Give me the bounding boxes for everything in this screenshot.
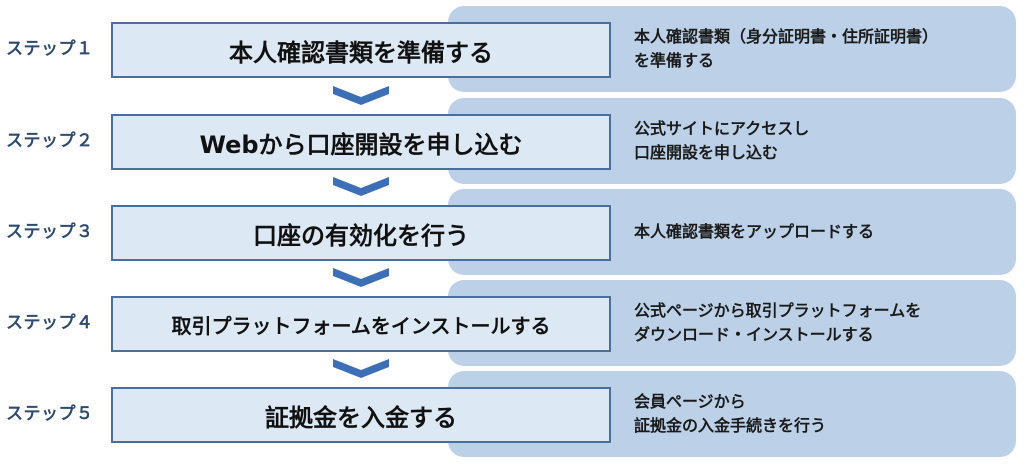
step-2-description: 公式サイトにアクセスし 口座開設を申し込む (634, 98, 1014, 184)
step-1-description-line-2: を準備する (634, 51, 715, 70)
step-2-title: Webから口座開設を申し込む (111, 114, 611, 170)
chevron-down-icon (333, 268, 389, 288)
step-2-description-line-1: 公式サイトにアクセスし (634, 119, 810, 138)
step-4-description: 公式ページから取引プラットフォームを ダウンロード・インストールする (634, 280, 1014, 366)
chevron-down-icon (333, 359, 389, 379)
step-5-description: 会員ページから 証拠金の入金手続きを行う (634, 371, 1014, 457)
step-2-label: ステップ２ (6, 131, 94, 151)
step-4-label: ステップ４ (6, 313, 94, 333)
step-row-1: ステップ１ 本人確認書類を準備する 本人確認書類（身分証明書・住所証明書） を準… (0, 6, 1024, 92)
step-row-5: ステップ５ 証拠金を入金する 会員ページから 証拠金の入金手続きを行う (0, 371, 1024, 457)
step-5-title: 証拠金を入金する (111, 387, 611, 443)
chevron-down-icon (333, 86, 389, 106)
step-1-label: ステップ１ (6, 39, 94, 59)
step-1-description: 本人確認書類（身分証明書・住所証明書） を準備する (634, 6, 1014, 92)
step-2-description-line-2: 口座開設を申し込む (634, 143, 779, 162)
step-row-2: ステップ２ Webから口座開設を申し込む 公式サイトにアクセスし 口座開設を申し… (0, 98, 1024, 184)
step-5-label: ステップ５ (6, 404, 94, 424)
step-5-description-line-2: 証拠金の入金手続きを行う (634, 416, 827, 435)
step-5-description-line-1: 会員ページから (634, 392, 746, 411)
step-3-description: 本人確認書類をアップロードする (634, 189, 1014, 275)
step-3-label: ステップ３ (6, 222, 94, 242)
step-row-4: ステップ４ 取引プラットフォームをインストールする 公式ページから取引プラットフ… (0, 280, 1024, 366)
step-1-description-line-1: 本人確認書類（身分証明書・住所証明書） (634, 27, 939, 46)
step-row-3: ステップ３ 口座の有効化を行う 本人確認書類をアップロードする (0, 189, 1024, 275)
step-4-title: 取引プラットフォームをインストールする (111, 296, 611, 352)
step-3-description-line-1: 本人確認書類をアップロードする (634, 222, 875, 241)
step-1-title: 本人確認書類を準備する (111, 22, 611, 78)
step-4-description-line-2: ダウンロード・インストールする (634, 325, 874, 344)
step-4-description-line-1: 公式ページから取引プラットフォームを (634, 301, 922, 320)
step-3-title: 口座の有効化を行う (111, 205, 611, 261)
chevron-down-icon (333, 177, 389, 197)
